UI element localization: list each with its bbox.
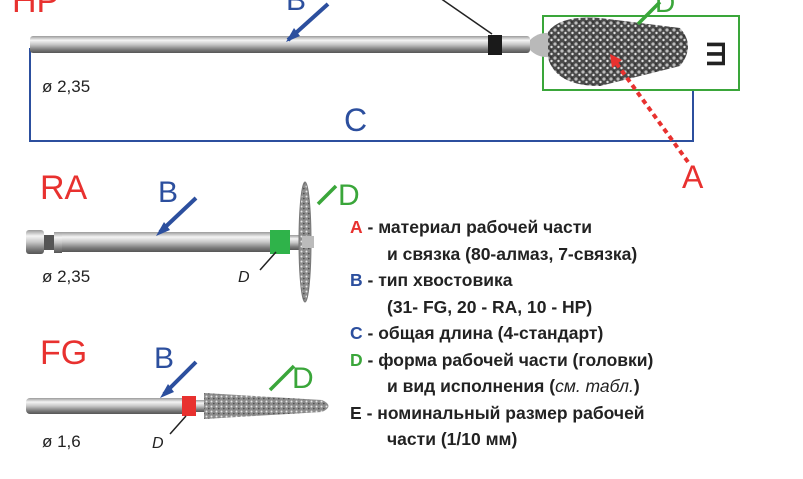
legend-e-text: - номинальный размер рабочей xyxy=(366,402,645,423)
hp-length-bracket xyxy=(29,48,694,142)
legend-c-key: C xyxy=(350,323,363,343)
ra-d-leader xyxy=(259,251,277,271)
legend-b-key: B xyxy=(350,270,363,290)
legend-e-key: E xyxy=(350,402,362,423)
legend-d-text: - форма рабочей части (головки) xyxy=(367,349,654,370)
fg-label-d-small: D xyxy=(152,435,164,452)
ra-diameter: ø 2,35 xyxy=(42,267,90,286)
legend-a-text-2: и связка (80-алмаз, 7-связка) xyxy=(387,243,638,264)
legend-d-text-2a: и вид исполнения ( xyxy=(387,376,556,396)
legend-c: C - общая длина (4-стандарт) xyxy=(350,320,790,347)
legend-b-text: - тип хвостовика xyxy=(367,270,513,290)
ra-label-b: B xyxy=(158,176,178,209)
fg-name: FG xyxy=(40,334,87,372)
legend-e-text-2: части (1/10 мм) xyxy=(387,429,518,449)
hp-label-c: C xyxy=(344,102,367,138)
legend-b: B - тип хвостовика xyxy=(350,267,790,294)
legend-d-text-2b: см. табл. xyxy=(555,376,634,396)
fg-diameter: ø 1,6 xyxy=(42,432,81,451)
legend-b-text-2: (31- FG, 20 - RA, 10 - HP) xyxy=(387,296,593,317)
hp-arrow-a xyxy=(612,58,690,164)
ra-shank xyxy=(62,232,272,252)
ra-latch xyxy=(26,230,44,254)
fg-d-leader xyxy=(169,415,187,435)
legend-d-text-2: и вид исполнения (см. табл.) xyxy=(350,373,790,400)
fg-band xyxy=(182,396,196,416)
legend-a-text: - материал рабочей части xyxy=(367,217,593,237)
fg-arrow-d xyxy=(268,364,296,392)
fg-working-head xyxy=(204,393,329,419)
legend-a-key: A xyxy=(350,217,363,237)
fg-shank xyxy=(26,398,186,414)
legend-a: A - материал рабочей части xyxy=(350,214,790,241)
hp-arrow-d xyxy=(636,0,662,26)
ra-label-d: D xyxy=(338,179,360,212)
legend: A - материал рабочей части и связка (80-… xyxy=(350,214,790,453)
ra-label-d-small: D xyxy=(238,269,250,286)
legend-d: D - форма рабочей части (головки) xyxy=(350,347,790,374)
hp-label-d: D xyxy=(655,0,675,18)
legend-d-key: D xyxy=(350,349,363,370)
fg-tool: FG ø 1,6 B D D xyxy=(26,334,329,452)
ra-name: RA xyxy=(40,169,88,207)
hp-band-leader xyxy=(441,0,493,35)
hp-shank xyxy=(30,36,530,53)
ra-tool: RA ø 2,35 B D D xyxy=(26,169,360,303)
ra-arrow-d xyxy=(316,184,338,206)
legend-d-text-2c: ) xyxy=(633,376,640,396)
fg-label-b: B xyxy=(154,342,174,375)
fg-label-d: D xyxy=(292,362,314,395)
ra-band xyxy=(270,230,290,254)
hp-working-head xyxy=(548,17,688,86)
hp-label-a: A xyxy=(682,159,704,195)
hp-label-e: Ш xyxy=(701,41,731,67)
hp-name: HP xyxy=(12,0,59,20)
hp-label-b: B xyxy=(286,0,306,17)
legend-e: E - номинальный размер рабочей xyxy=(350,400,790,427)
hp-diameter: ø 2,35 xyxy=(42,77,90,96)
hp-tool: HP C Ш ø 2,35 B D A xyxy=(12,0,740,195)
legend-c-text: - общая длина (4-стандарт) xyxy=(367,323,604,343)
hp-band xyxy=(488,35,502,55)
